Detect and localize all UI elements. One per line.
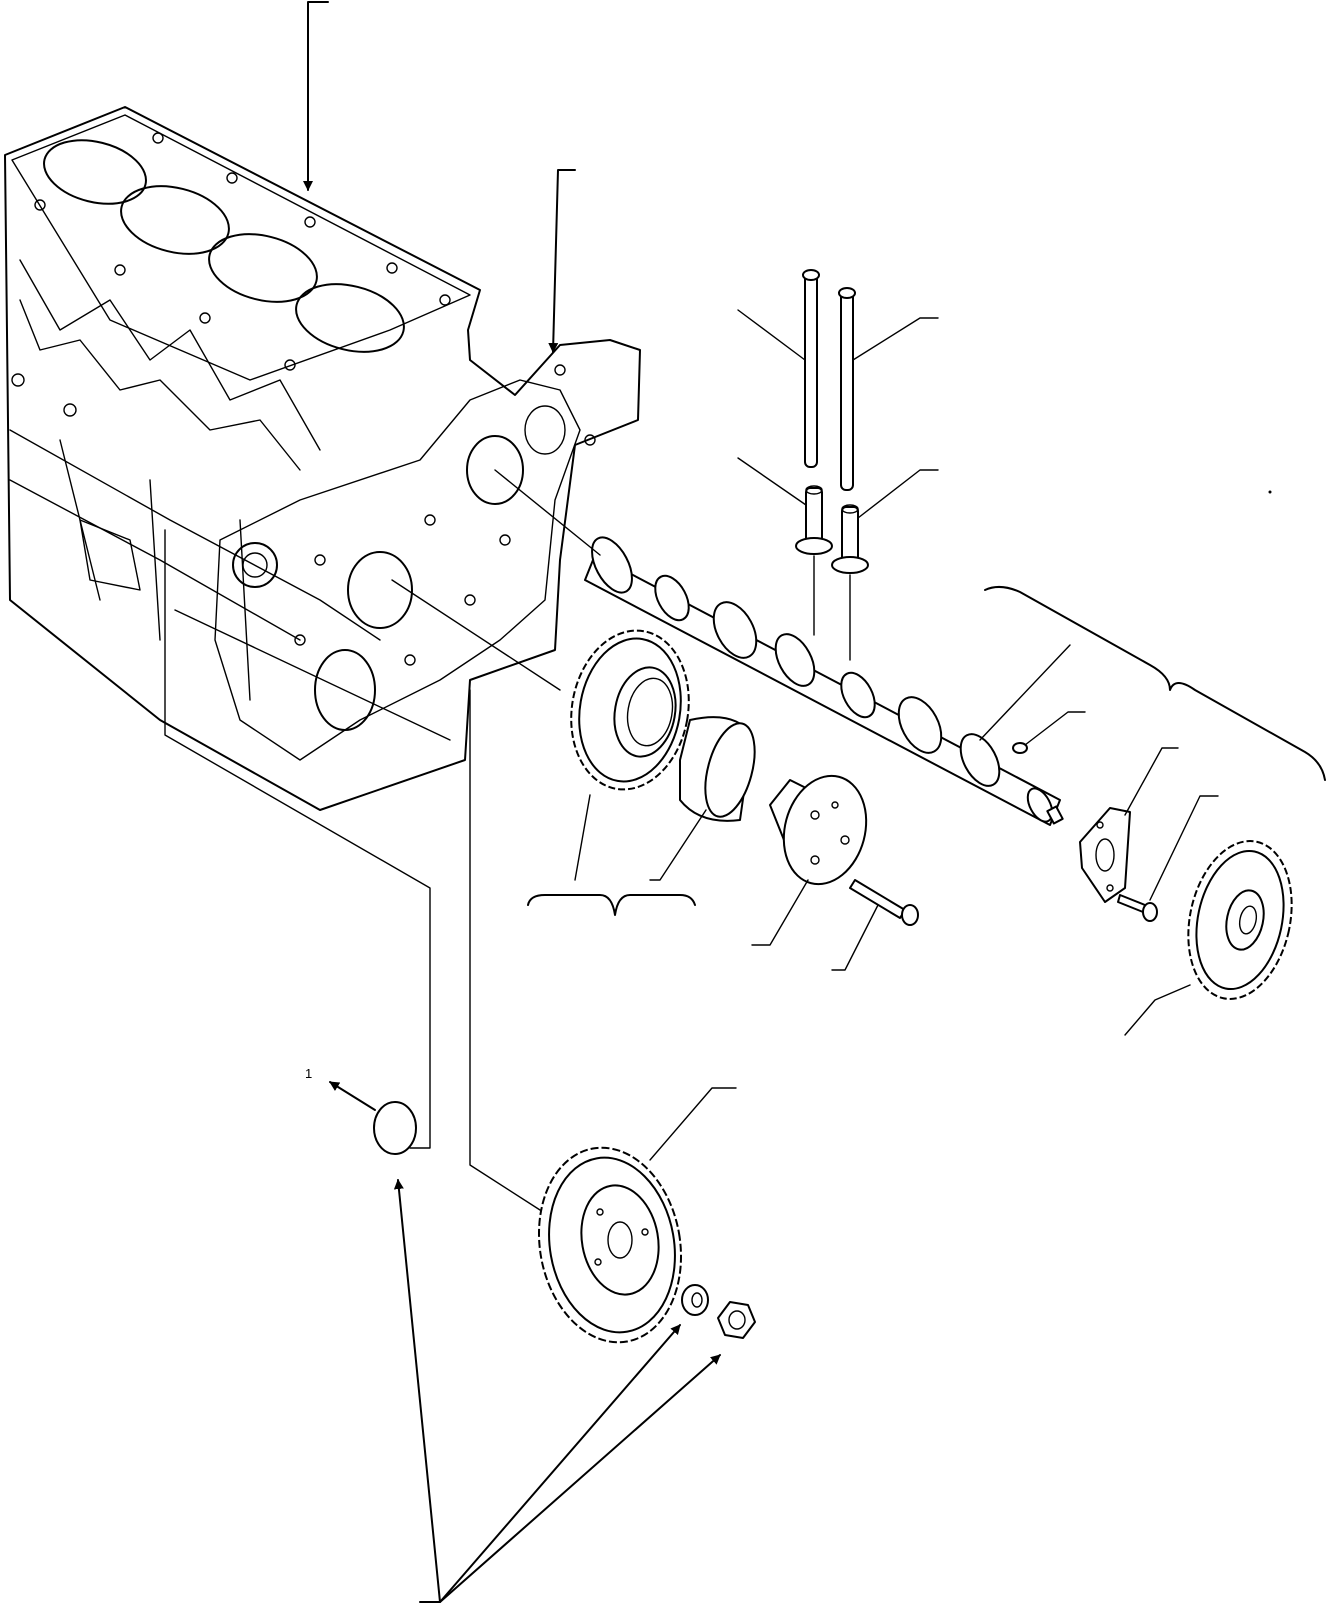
push-rod-left — [802, 269, 820, 468]
camshaft-thrust-plate — [1079, 747, 1179, 903]
front-plate-leader-arrow — [548, 169, 576, 353]
idler-group-brace — [527, 894, 696, 916]
camshaft-group-brace — [984, 586, 1326, 781]
idler-gear-hub — [751, 774, 868, 946]
oil-pump-drive-gear — [537, 1087, 737, 1344]
idler-hub-bolt — [831, 879, 919, 971]
block-side-ribs — [9, 259, 381, 701]
bottom-leader-arrows — [393, 1179, 721, 1603]
engine-block — [4, 106, 641, 811]
callout-1-label: 1 — [305, 1066, 312, 1081]
push-rod-right — [838, 287, 856, 491]
tappet-leaders — [737, 457, 939, 661]
o-ring — [373, 1101, 417, 1155]
camshaft-key — [1012, 742, 1028, 754]
block-leader-arrow — [303, 1, 329, 191]
idler-gear-bushing — [649, 716, 756, 881]
tappet-left — [795, 485, 833, 555]
idler-gear — [570, 629, 690, 881]
camshaft — [584, 536, 1064, 826]
callout-1: 1 — [305, 1066, 376, 1111]
alignment-lines — [164, 469, 601, 1211]
gear-nut — [717, 1301, 756, 1339]
camshaft-gear — [1124, 840, 1293, 1036]
tappet-right — [831, 504, 869, 574]
timing-front-plate — [214, 364, 596, 761]
stray-mark — [1268, 490, 1272, 494]
lock-washer — [681, 1284, 709, 1316]
camshaft-leaders — [979, 644, 1086, 746]
push-rod-leaders — [737, 309, 939, 361]
thrust-plate-bolt — [1117, 795, 1219, 922]
cylinder-bores — [43, 139, 405, 353]
deck-bolt-holes — [11, 132, 451, 417]
